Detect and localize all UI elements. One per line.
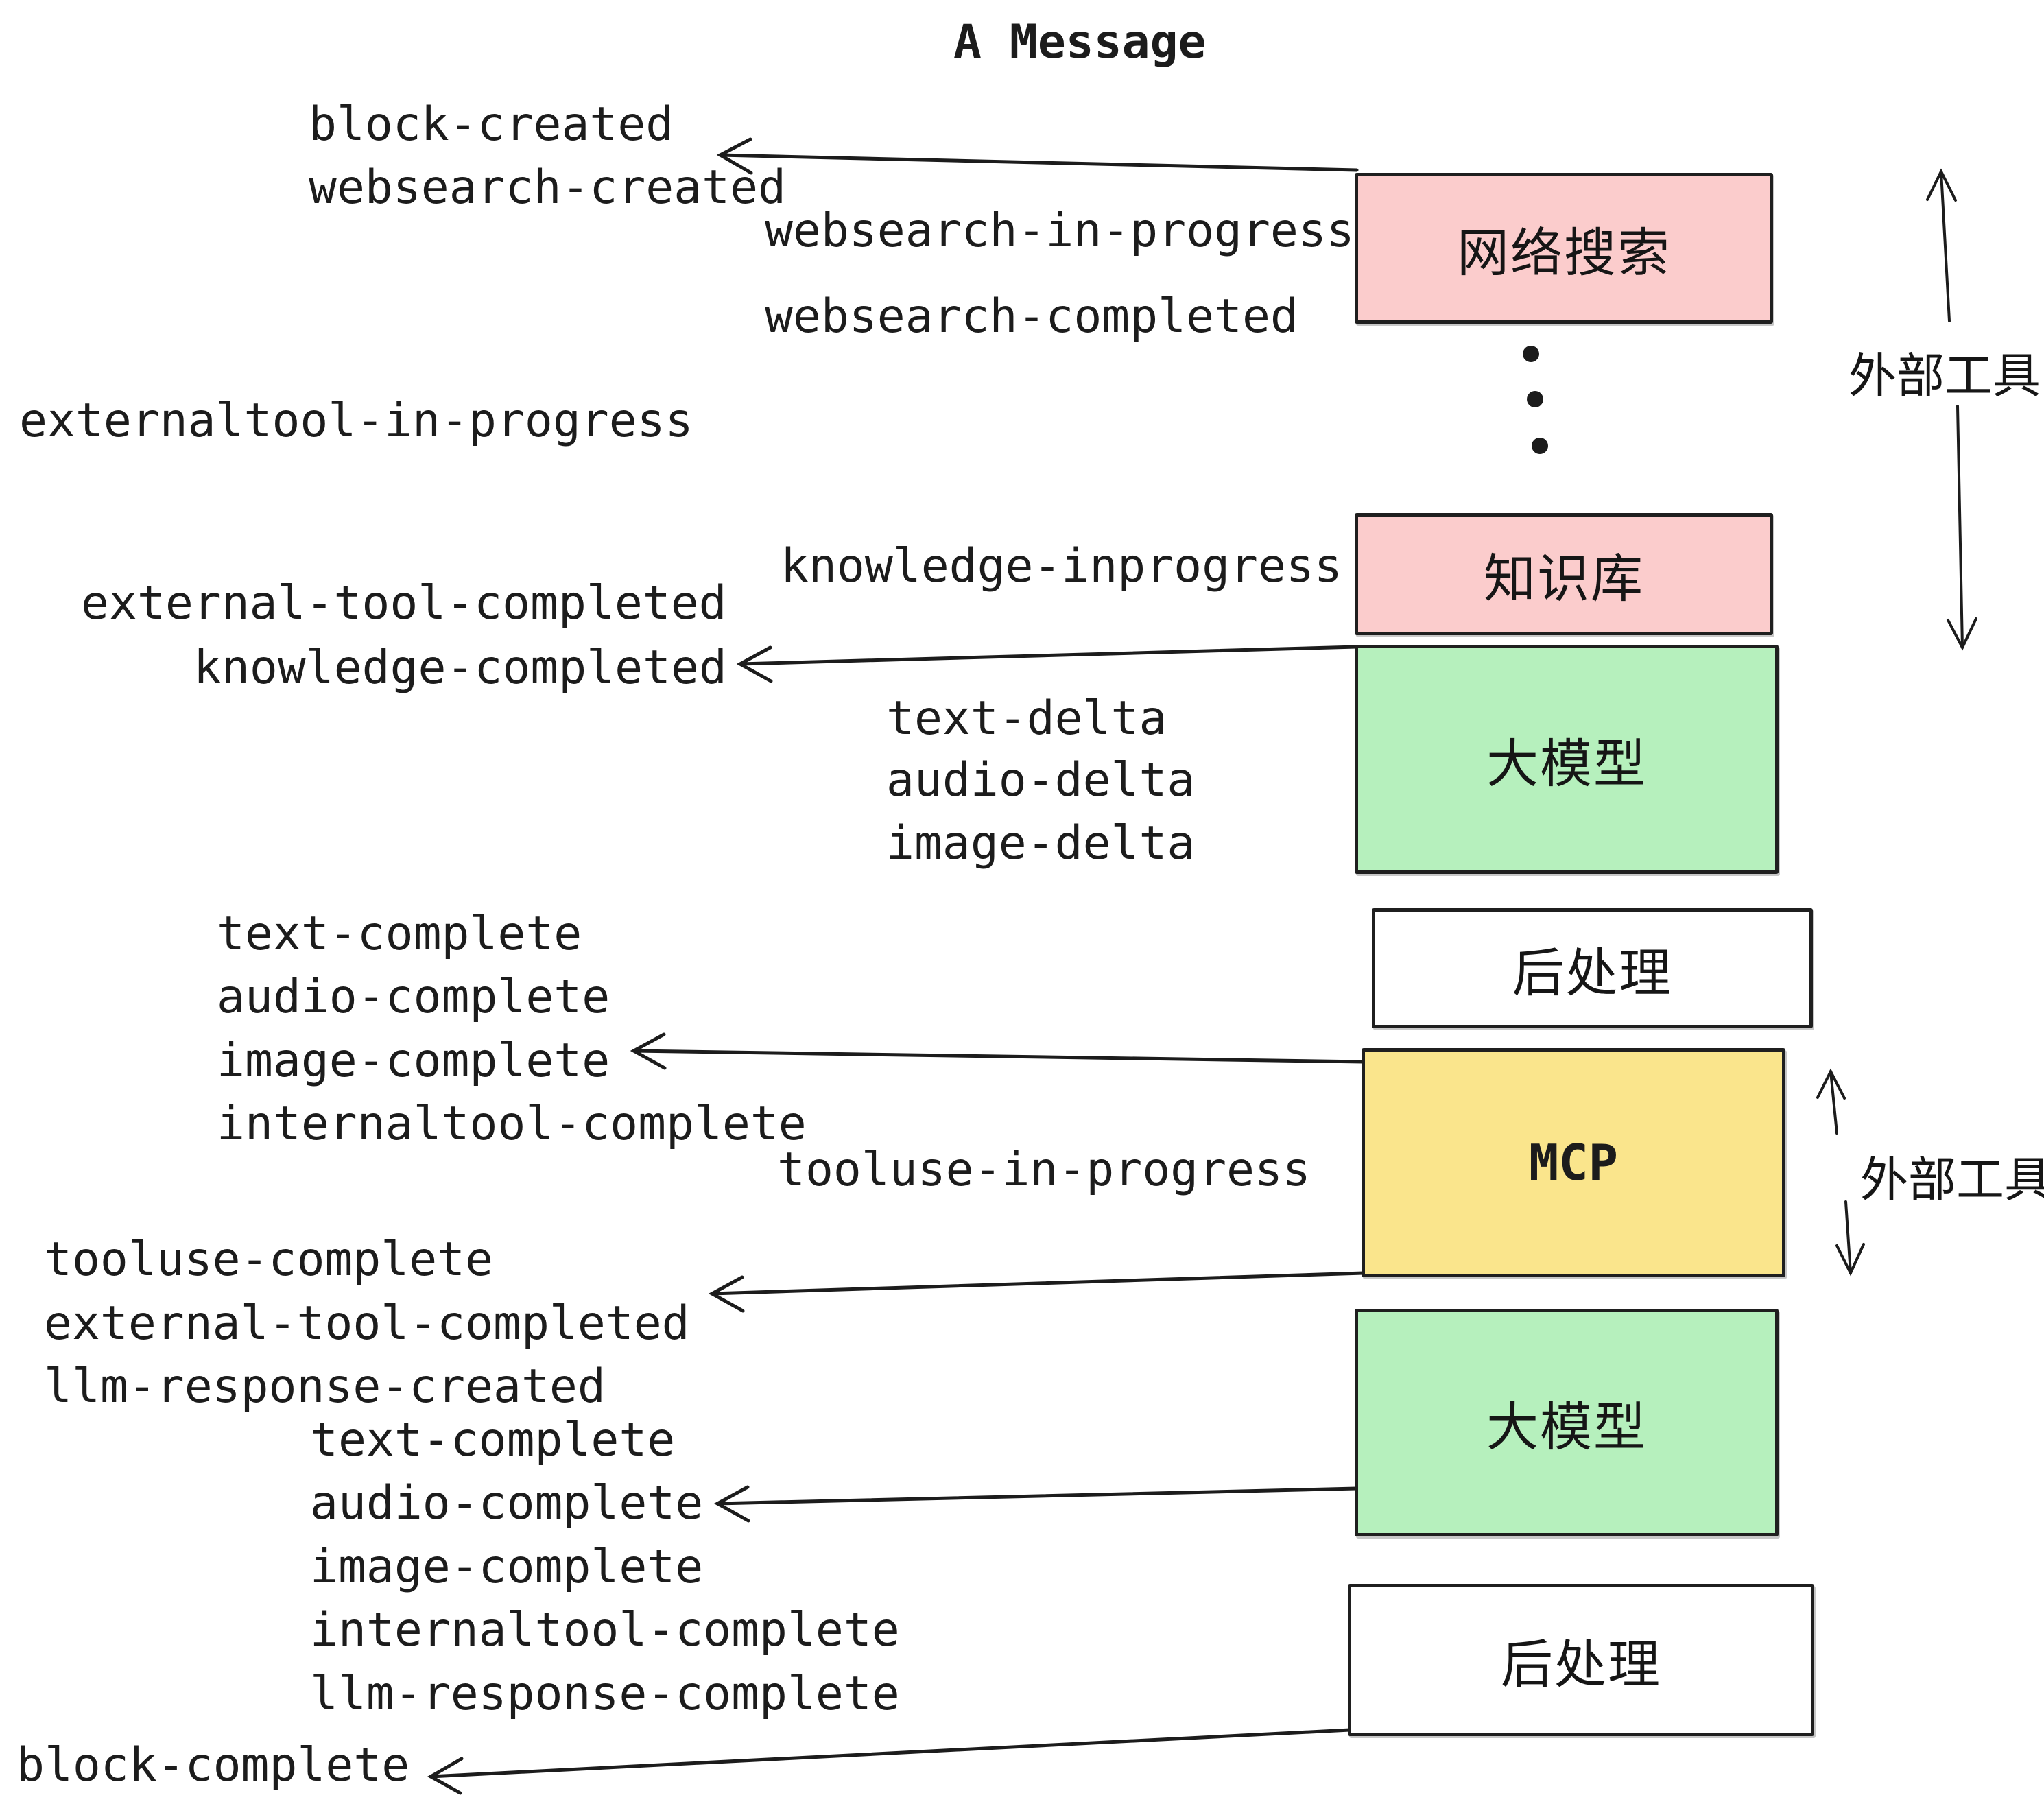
event-label-image-complete-1: image-complete <box>217 1034 610 1088</box>
external-tools-down-arrow-2 <box>1835 1200 1865 1277</box>
box-post-process-2: 后处理 <box>1348 1584 1814 1736</box>
event-label-external-tool-completed: external-tool-completed <box>81 576 727 630</box>
arrow-knowledge-completed <box>736 645 1359 683</box>
external-tools-label-2: 外部工具 <box>1860 1152 2044 1208</box>
event-label-internaltool-complete-1: internaltool-complete <box>217 1097 807 1151</box>
event-label-text-complete-2: text-complete <box>310 1413 676 1467</box>
event-label-websearch-completed: websearch-completed <box>765 289 1298 344</box>
event-label-tooluse-in-progress: tooluse-in-progress <box>777 1143 1311 1197</box>
box-llm-2: 大模型 <box>1355 1309 1779 1536</box>
box-llm-1-label: 大模型 <box>1486 733 1647 794</box>
box-knowledge-base-label: 知识库 <box>1484 548 1644 609</box>
event-label-tooluse-complete: tooluse-complete <box>44 1233 494 1287</box>
event-label-text-delta-1: text-delta <box>886 691 1167 746</box>
arrow-block-complete <box>427 1728 1352 1795</box>
box-post-process-1: 后处理 <box>1372 908 1813 1028</box>
arrow-image-complete <box>630 1032 1366 1070</box>
box-llm-1: 大模型 <box>1355 645 1779 874</box>
event-label-websearch-created: websearch-created <box>309 161 786 215</box>
event-label-internaltool-complete-2: internaltool-complete <box>310 1603 900 1657</box>
external-tools-down-arrow-1 <box>1947 405 1977 651</box>
external-tools-up-arrow-1 <box>1926 168 1957 322</box>
box-web-search-label: 网络搜索 <box>1457 222 1671 283</box>
event-label-image-delta-1: image-delta <box>886 816 1196 870</box>
box-mcp-label: MCP <box>1528 1134 1619 1191</box>
event-label-audio-complete-1: audio-complete <box>217 970 610 1024</box>
box-llm-2-label: 大模型 <box>1486 1397 1647 1458</box>
event-label-knowledge-completed: knowledge-completed <box>193 641 727 695</box>
box-knowledge-base: 知识库 <box>1355 513 1773 635</box>
arrow-audio-complete <box>713 1485 1359 1523</box>
event-label-llm-response-created: llm-response-created <box>44 1360 606 1414</box>
event-label-block-created: block-created <box>309 97 674 152</box>
box-mcp: MCP <box>1362 1048 1785 1277</box>
vertical-ellipsis-dots <box>1523 346 1548 454</box>
event-label-audio-complete-2: audio-complete <box>310 1476 704 1530</box>
event-label-llm-response-complete: llm-response-complete <box>310 1667 900 1721</box>
event-label-text-complete-1: text-complete <box>217 907 582 961</box>
page-title: A Message <box>953 15 1207 69</box>
event-label-block-complete: block-complete <box>16 1738 410 1792</box>
box-post-process-1-label: 后处理 <box>1512 942 1673 1004</box>
event-label-external-tool-completed-2: external-tool-completed <box>44 1296 690 1351</box>
arrow-external-tool-completed <box>708 1271 1366 1313</box>
box-post-process-2-label: 后处理 <box>1501 1634 1661 1695</box>
event-label-websearch-in-progress: websearch-in-progress <box>765 204 1355 258</box>
box-web-search: 网络搜索 <box>1355 173 1773 324</box>
event-label-knowledge-inprogress: knowledge-inprogress <box>781 539 1342 593</box>
event-label-externaltool-in-progress: externaltool-in-progress <box>19 394 693 448</box>
external-tools-label-1: 外部工具 <box>1849 348 2041 404</box>
event-label-image-complete-2: image-complete <box>310 1540 704 1594</box>
event-label-audio-delta-1: audio-delta <box>886 753 1196 807</box>
external-tools-up-arrow-2 <box>1816 1068 1846 1135</box>
arrow-websearch-created <box>716 137 1359 175</box>
